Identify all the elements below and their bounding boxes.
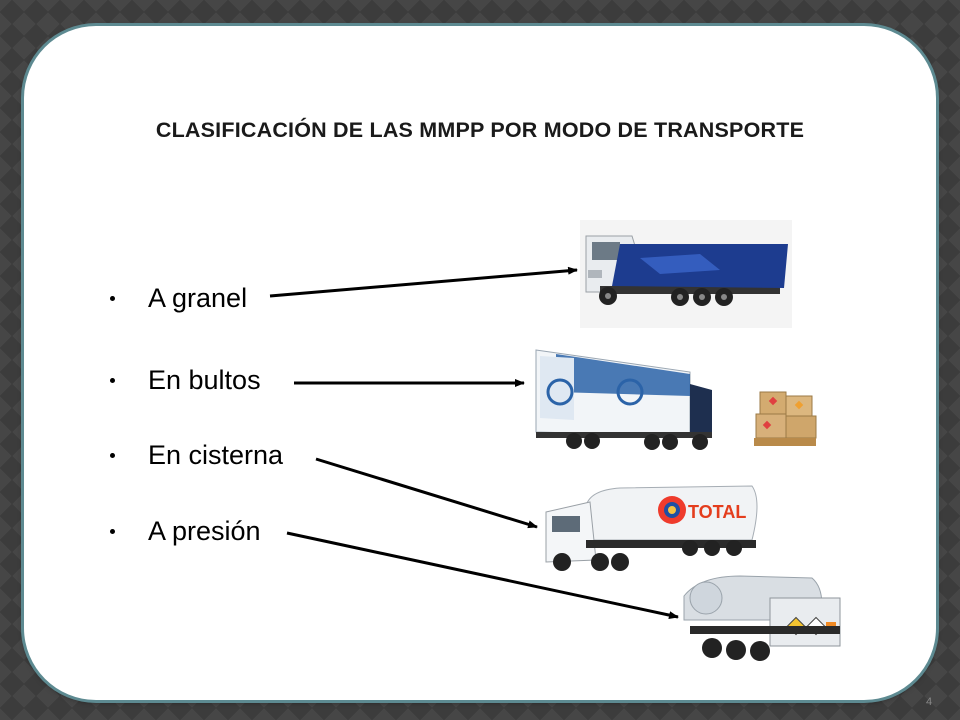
bullet-label: En bultos — [148, 365, 261, 395]
arrow-en-cisterna — [315, 457, 538, 529]
tanker-truck-icon: TOTAL — [545, 485, 758, 571]
arrow-a-granel — [269, 266, 578, 298]
arrow-a-presion — [286, 531, 679, 620]
bullet-label: En cisterna — [148, 440, 284, 470]
curtainsider-truck-icon — [535, 349, 712, 450]
bullet-dot — [110, 378, 115, 383]
page-number: 4 — [926, 696, 933, 708]
slide-title: CLASIFICACIÓN DE LAS MMPP POR MODO DE TR… — [155, 118, 805, 142]
total-brand-text: TOTAL — [688, 502, 746, 522]
bullet-dot — [110, 529, 115, 534]
bullet-dot — [110, 296, 115, 301]
bullet-dot — [110, 453, 115, 458]
hazmat-packages-pallet-icon — [754, 391, 817, 446]
tipper-truck-icon — [580, 220, 792, 328]
bullet-label: A presión — [148, 516, 261, 546]
bullet-label: A granel — [148, 283, 248, 313]
pressure-gas-tanker-icon — [683, 575, 841, 661]
